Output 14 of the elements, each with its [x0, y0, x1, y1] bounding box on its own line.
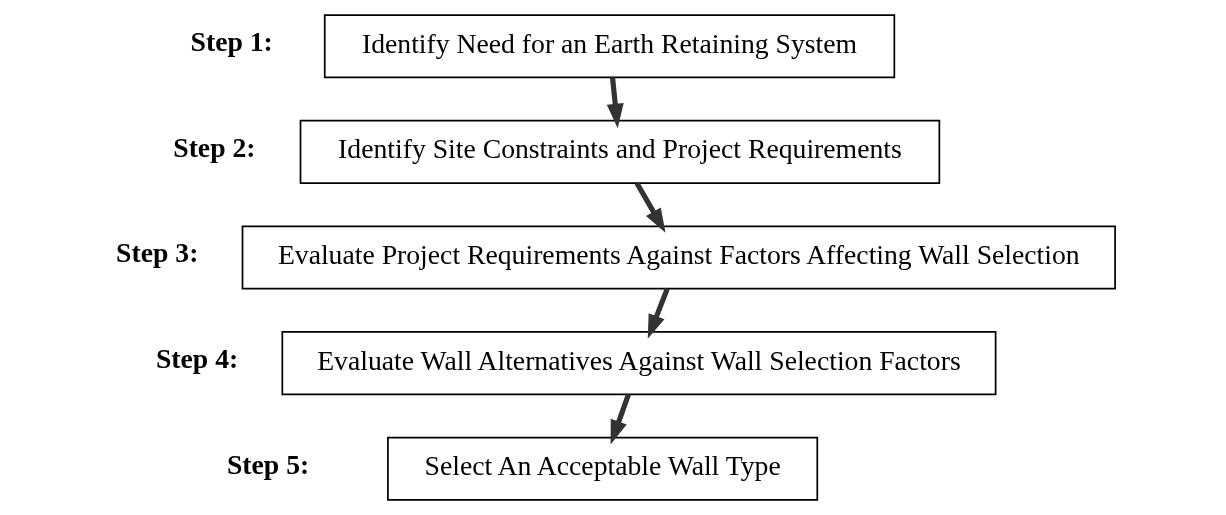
node-label: Step 2:: [173, 131, 256, 163]
node-label: Step 1:: [190, 26, 273, 58]
node-box: Identify Need for an Earth Retaining System: [323, 14, 896, 79]
node-box: Select An Acceptable Wall Type: [387, 436, 819, 501]
arrow: [610, 393, 631, 445]
arrow: [606, 77, 624, 129]
node-label: Step 3:: [116, 237, 199, 269]
arrow: [634, 181, 666, 233]
arrow: [647, 287, 670, 339]
node-label: Step 5:: [226, 448, 310, 480]
node-box: Evaluate Project Requirements Against Factors Affecting Wall Selection: [241, 225, 1116, 290]
node-box: Identify Site Constraints and Project Requirements: [299, 119, 941, 184]
node-label: Step 4:: [155, 342, 239, 374]
node-box: Evaluate Wall Alternatives Against Wall Selection Factors: [281, 331, 997, 396]
